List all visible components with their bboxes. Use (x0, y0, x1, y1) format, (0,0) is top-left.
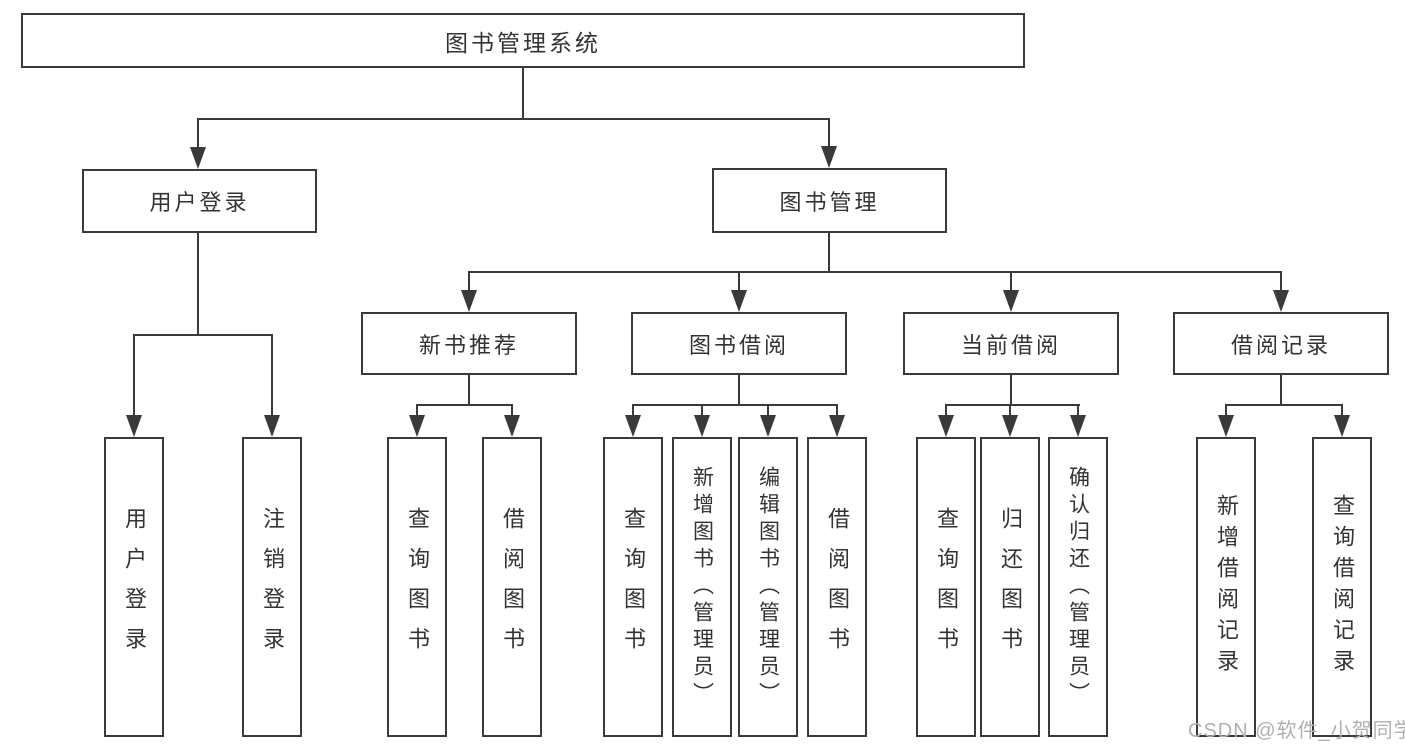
connector-line (416, 404, 513, 406)
leaf-query-books-current: 查询图书 (916, 437, 976, 737)
leaf-edit-book-admin: 编辑图书（管理员） (738, 437, 798, 737)
arrow-down-icon (760, 404, 776, 437)
arrow-down-icon (1334, 404, 1350, 437)
leaf-label: 查询图书 (621, 507, 646, 667)
leaf-label: 新增借阅记录 (1214, 494, 1239, 680)
leaf-label: 借阅图书 (500, 507, 525, 667)
connector-line (133, 334, 273, 336)
arrow-down-icon (1003, 271, 1019, 312)
arrow-down-icon (821, 118, 837, 168)
node-user-login: 用户登录 (82, 169, 317, 233)
connector-line (632, 404, 838, 406)
node-current-borrow: 当前借阅 (903, 312, 1119, 375)
leaf-label: 用户登录 (122, 507, 147, 667)
arrow-down-icon (190, 118, 206, 169)
connector-line (468, 271, 1282, 273)
connector-line (828, 231, 830, 273)
node-label: 图书借阅 (688, 332, 789, 358)
arrow-down-icon (126, 334, 142, 437)
arrow-down-icon (1070, 404, 1086, 437)
node-label: 新书推荐 (418, 332, 519, 358)
leaf-logout: 注销登录 (242, 437, 302, 737)
node-label: 图书管理 (779, 189, 880, 215)
node-root-label: 图书管理系统 (445, 29, 601, 56)
node-label: 当前借阅 (960, 332, 1061, 358)
node-new-book-recommend: 新书推荐 (361, 312, 577, 375)
leaf-label: 查询图书 (405, 507, 430, 667)
arrow-down-icon (731, 271, 747, 312)
leaf-add-book-admin: 新增图书（管理员） (672, 437, 732, 737)
leaf-label: 编辑图书（管理员） (756, 465, 780, 709)
node-root: 图书管理系统 (21, 13, 1025, 68)
leaf-borrow-books-recommend: 借阅图书 (482, 437, 542, 737)
arrow-down-icon (829, 404, 845, 437)
connector-line (1280, 373, 1282, 405)
connector-line (1225, 404, 1343, 406)
leaf-label: 归还图书 (998, 507, 1023, 667)
arrow-down-icon (1273, 271, 1289, 312)
leaf-query-borrow-record: 查询借阅记录 (1312, 437, 1372, 737)
leaf-label: 注销登录 (260, 507, 285, 667)
leaf-query-books-recommend: 查询图书 (387, 437, 447, 737)
node-borrow-records: 借阅记录 (1173, 312, 1389, 375)
leaf-query-books-borrow: 查询图书 (603, 437, 663, 737)
arrow-down-icon (264, 334, 280, 437)
connector-line (1010, 373, 1012, 405)
node-label: 用户登录 (149, 190, 250, 215)
leaf-label: 确认归还（管理员） (1066, 465, 1090, 709)
watermark: CSDN @软件_小贺同学 (1188, 720, 1405, 742)
connector-line (522, 66, 524, 120)
arrow-down-icon (409, 404, 425, 437)
connector-line (738, 373, 740, 405)
leaf-user-login: 用户登录 (104, 437, 164, 737)
leaf-confirm-return-admin: 确认归还（管理员） (1048, 437, 1108, 737)
connector-line (945, 404, 1080, 406)
leaf-add-borrow-record: 新增借阅记录 (1196, 437, 1256, 737)
arrow-down-icon (938, 404, 954, 437)
arrow-down-icon (625, 404, 641, 437)
node-book-management: 图书管理 (712, 168, 947, 233)
node-book-borrow: 图书借阅 (631, 312, 847, 375)
leaf-label: 新增图书（管理员） (690, 465, 714, 709)
leaf-label: 借阅图书 (825, 507, 850, 667)
leaf-borrow-books-borrow: 借阅图书 (807, 437, 867, 737)
leaf-return-book: 归还图书 (980, 437, 1040, 737)
connector-line (468, 373, 470, 405)
arrow-down-icon (504, 404, 520, 437)
connector-line (198, 118, 830, 120)
leaf-label: 查询借阅记录 (1330, 494, 1355, 680)
arrow-down-icon (461, 271, 477, 312)
node-label: 借阅记录 (1230, 332, 1331, 358)
connector-line (197, 231, 199, 336)
arrow-down-icon (1218, 404, 1234, 437)
arrow-down-icon (694, 404, 710, 437)
arrow-down-icon (1002, 404, 1018, 437)
leaf-label: 查询图书 (934, 507, 959, 667)
